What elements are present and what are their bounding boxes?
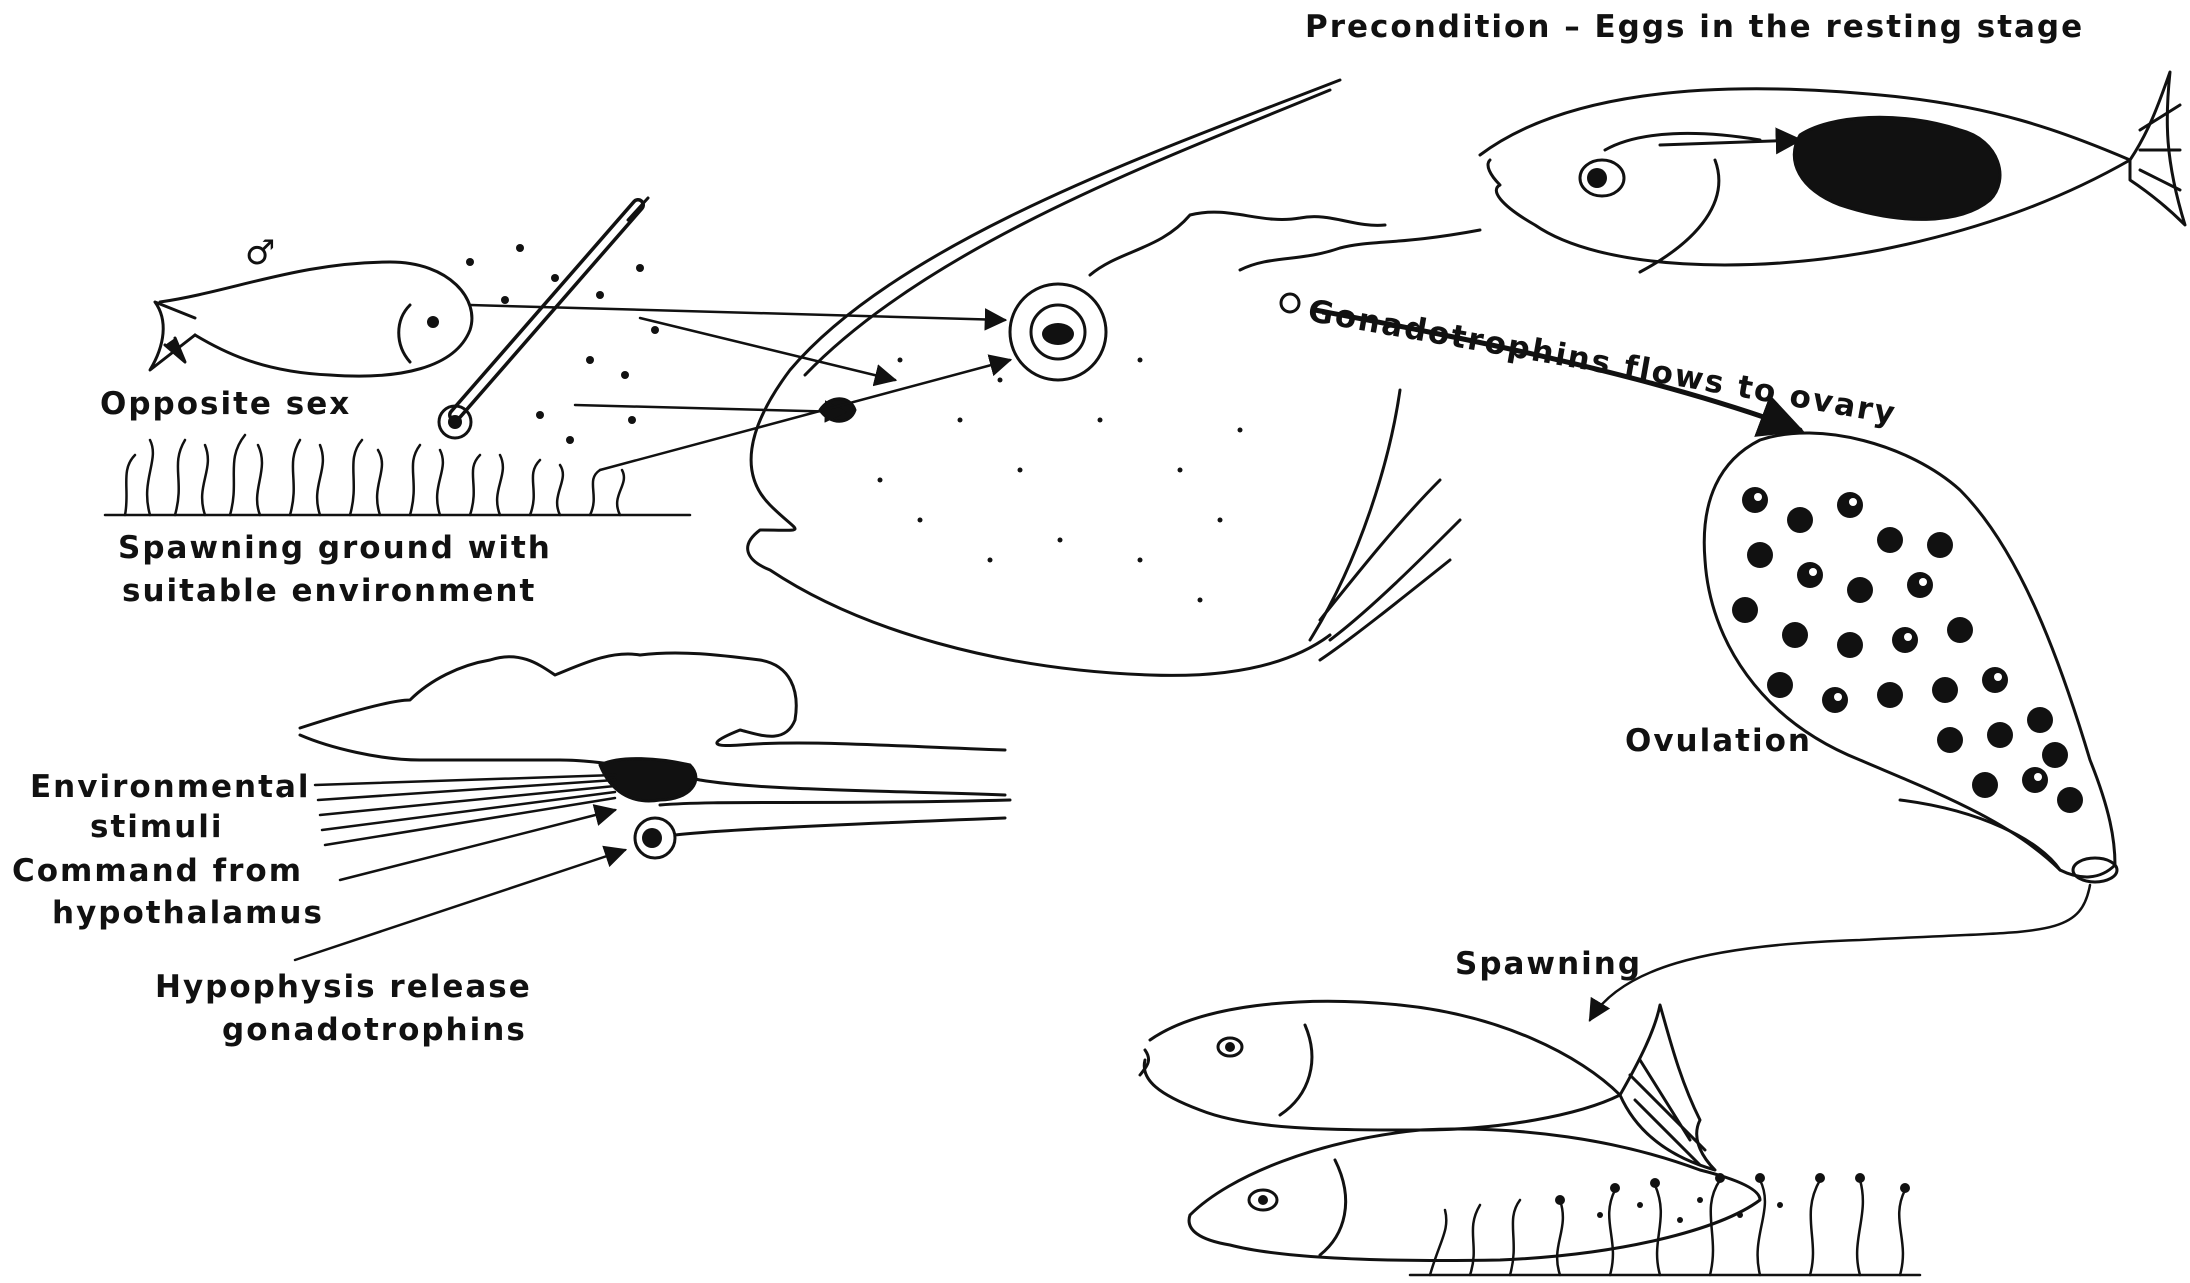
spawning-fish-pair <box>1140 1001 1760 1260</box>
command-label-line1: Command from <box>12 850 303 892</box>
ovary-to-spawning-arrow <box>1590 885 2090 1020</box>
spawning-label: Spawning <box>1455 943 1642 985</box>
environmental-stimuli-label-line2: stimuli <box>90 806 224 848</box>
brain-diagram <box>300 653 1010 858</box>
hypophysis-label-line1: Hypophysis release <box>155 966 532 1008</box>
ovary <box>1704 433 2117 882</box>
command-label-line2: hypothalamus <box>52 892 324 934</box>
environmental-stimuli-label-line1: Environmental <box>30 766 311 808</box>
spawning-ground-plants <box>105 435 690 515</box>
precondition-label: Precondition – Eggs in the resting stage <box>1305 6 2084 48</box>
thermometer <box>439 198 648 438</box>
hypophysis-label-line2: gonadotrophins <box>222 1009 527 1051</box>
spawning-ground-label-line1: Spawning ground with <box>118 527 552 569</box>
resting-fish <box>1480 72 2185 272</box>
male-fish <box>150 262 472 376</box>
stimulus-arrows <box>470 305 1010 470</box>
spawning-ground-label-line2: suitable environment <box>122 570 536 612</box>
water-particles <box>466 244 659 444</box>
fish-head-brain-view <box>748 80 1480 675</box>
opposite-sex-label: Opposite sex <box>100 383 351 425</box>
ovulation-label: Ovulation <box>1625 720 1812 762</box>
male-symbol: ♂ <box>245 232 277 274</box>
head-stipple <box>878 358 1243 603</box>
brain-label-pointers <box>295 775 625 960</box>
